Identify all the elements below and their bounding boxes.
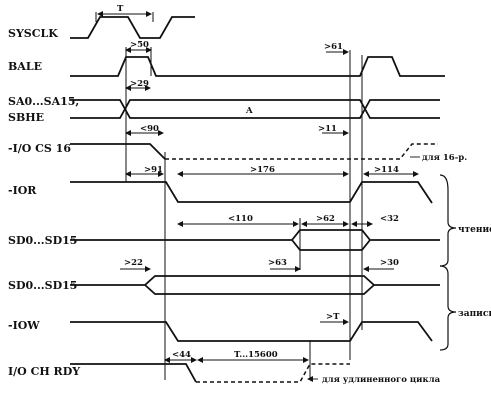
label-sbhe: SBHE xyxy=(8,111,44,124)
label-iochrdy: I/O CH RDY xyxy=(8,365,80,378)
wave-iochrdy-extended xyxy=(196,363,350,383)
label-sd-read: SD0...SD15 xyxy=(8,234,77,247)
wave-sd-write xyxy=(70,275,440,295)
label-sd-write: SD0...SD15 xyxy=(8,279,77,292)
wave-bale xyxy=(70,56,445,77)
timing-period: T xyxy=(117,4,124,14)
timing-cs16-delay: <90 xyxy=(140,124,159,134)
timing-read-valid: >62 xyxy=(316,214,335,224)
wave-iocs16 xyxy=(70,143,166,160)
timing-ior-recovery: >114 xyxy=(374,165,399,175)
timing-addr-hold: >11 xyxy=(318,124,337,134)
wave-iocs16-active xyxy=(165,143,438,160)
brace-read xyxy=(439,174,457,267)
group-read: чтение xyxy=(458,225,491,235)
timing-bale-width: >50 xyxy=(130,40,149,50)
label-iow: -IOW xyxy=(8,319,40,332)
label-sysclk: SYSCLK xyxy=(8,27,58,40)
label-bale: BALE xyxy=(8,60,42,73)
wave-iow xyxy=(70,321,433,342)
timing-iow-hold: >T xyxy=(326,312,340,322)
timing-write-setup: >22 xyxy=(124,258,143,268)
timing-read-window: <110 xyxy=(228,214,253,224)
wave-sd-read xyxy=(70,229,440,251)
wave-iochrdy xyxy=(70,363,197,383)
wave-ior xyxy=(70,181,433,204)
wave-sysclk xyxy=(70,16,195,39)
note-rdy: для удлиненного цикла xyxy=(322,375,441,385)
timing-rdy-delay: <44 xyxy=(172,350,191,360)
timing-write-hold: >30 xyxy=(380,258,399,268)
note-cs16: для 16-р. xyxy=(422,153,467,163)
brace-write xyxy=(439,265,457,351)
timing-rdy-width: T...15600 xyxy=(234,350,278,360)
timing-iow-data: >63 xyxy=(268,258,287,268)
timing-read-hold: <32 xyxy=(380,214,399,224)
timing-ior-delay: >91 xyxy=(144,165,163,175)
label-sa: SA0...SA15, xyxy=(8,95,79,108)
label-iocs16: -I/O CS 16 xyxy=(8,142,71,155)
address-value: A xyxy=(245,106,253,116)
timing-ior-width: >176 xyxy=(250,165,275,175)
timing-bale-to-addr: >61 xyxy=(324,42,343,52)
group-write: запись xyxy=(458,309,491,319)
timing-addr-setup: >29 xyxy=(130,79,149,89)
wave-sa-bus xyxy=(70,99,440,119)
label-ior: -IOR xyxy=(8,184,37,197)
